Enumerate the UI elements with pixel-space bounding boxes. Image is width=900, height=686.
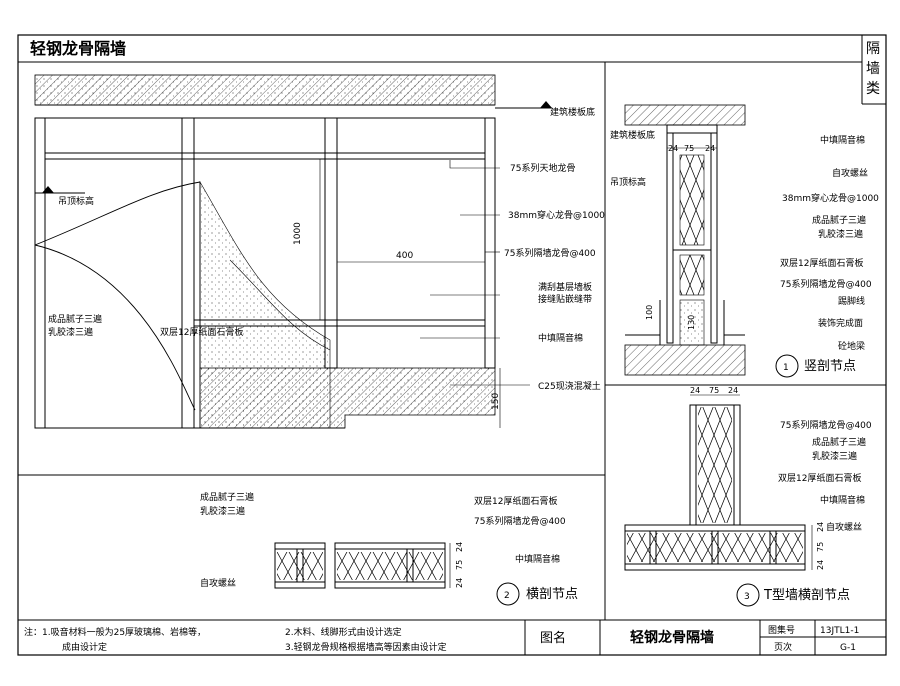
vnode-dim-w2: 75 (684, 144, 694, 153)
tnode-caption: T型墙横剖节点 (763, 588, 850, 603)
hnode-dim-b: 75 (455, 560, 464, 570)
sheet-title: 轻钢龙骨隔墙 (30, 39, 126, 58)
node-number-circle-icon (496, 582, 520, 606)
vnode-label-beam: 砼地梁 (838, 340, 865, 352)
tnode-label-insulation: 中填隔音棉 (820, 494, 865, 506)
tnode-label-screw: 自攻螺丝 (826, 521, 862, 533)
vnode-label-stud: 75系列隔墙龙骨@400 (780, 278, 872, 290)
hnode-label-insulation: 中填隔音棉 (515, 553, 560, 565)
label-putty: 成品腻子三遍 (48, 313, 102, 325)
vnode-label-ceiling-elev: 吊顶标高 (610, 176, 646, 188)
vnode-label-putty: 成品腻子三遍 (812, 214, 866, 226)
drawing-no-label: 图集号 (768, 624, 795, 636)
hnode-dim-c: 24 (455, 578, 464, 588)
tnode-dim-b: 75 (709, 386, 719, 395)
vnode-label-insulation: 中填隔音棉 (820, 134, 865, 146)
main-wall-section (34, 74, 552, 429)
vnode-number: 1 (783, 363, 789, 373)
label-joint-1: 满刮基层墙板 (538, 281, 592, 293)
vnode-caption: 竖剖节点 (804, 359, 856, 374)
label-stud: 75系列隔墙龙骨@400 (504, 247, 596, 259)
hnode-label-screw: 自攻螺丝 (200, 577, 236, 589)
tnode-dim-a: 24 (690, 386, 700, 395)
drawing-name-label: 图名 (540, 630, 566, 646)
hnode-label-latex: 乳胶漆三遍 (200, 505, 245, 517)
note-3: 3.轻钢龙骨规格根据墙高等因素由设计定 (285, 641, 447, 653)
tnode-dim-side-c: 24 (816, 560, 825, 570)
vnode-label-latex: 乳胶漆三遍 (818, 228, 863, 240)
vnode-dim-h1: 100 (645, 305, 654, 320)
vnode-dim-w1: 24 (668, 144, 678, 153)
note-2: 2.木料、线脚形式由设计选定 (285, 626, 402, 638)
note-1: 注：1.吸音材料一般为25厚玻璃棉、岩棉等， (24, 626, 206, 638)
hnode-label-board: 双层12厚纸面石膏板 (474, 495, 557, 507)
side-tab-3: 类 (866, 81, 880, 97)
vnode-label-board: 双层12厚纸面石膏板 (780, 257, 863, 269)
tnode-dim-side-b: 75 (816, 542, 825, 552)
hnode-label-putty: 成品腻子三遍 (200, 491, 254, 503)
node-number-circle-icon (736, 583, 760, 607)
elevation-marker-icon (540, 101, 552, 108)
horizontal-node-detail (274, 542, 520, 606)
vnode-dim-h2: 130 (687, 315, 696, 330)
hnode-dim-a: 24 (455, 542, 464, 552)
vertical-node-detail (624, 104, 799, 378)
label-board: 双层12厚纸面石膏板 (160, 326, 243, 338)
tnode-dim-c: 24 (728, 386, 738, 395)
vnode-label-finish: 装饰完成面 (818, 317, 863, 329)
vnode-label-screw: 自攻螺丝 (832, 167, 868, 179)
page-label: 页次 (774, 641, 792, 653)
title-block (18, 619, 886, 655)
label-latex: 乳胶漆三遍 (48, 326, 93, 338)
tnode-label-latex: 乳胶漆三遍 (812, 450, 857, 462)
dim-spacing-horizontal: 400 (396, 251, 413, 261)
drawing-name: 轻钢龙骨隔墙 (630, 629, 714, 646)
tnode-number: 3 (744, 592, 750, 602)
note-1-cont: 成由设计定 (62, 641, 107, 653)
side-tab-2: 墙 (866, 61, 880, 77)
node-number-circle-icon (775, 354, 799, 378)
hnode-label-stud: 75系列隔墙龙骨@400 (474, 515, 566, 527)
vnode-dim-w3: 24 (705, 144, 715, 153)
label-channel: 38mm穿心龙骨@1000 (508, 209, 605, 221)
dim-base: 150 (491, 393, 501, 410)
t-wall-node-detail (624, 394, 813, 607)
tnode-label-stud: 75系列隔墙龙骨@400 (780, 419, 872, 431)
vnode-label-floor-slab: 建筑楼板底 (610, 129, 655, 141)
side-tab-1: 隔 (866, 41, 880, 57)
label-insulation: 中填隔音棉 (538, 332, 583, 344)
page-number: G-1 (840, 643, 856, 653)
label-floor-slab: 建筑楼板底 (550, 106, 595, 118)
label-concrete: C25现浇混凝土 (538, 380, 601, 392)
dim-spacing-vertical: 1000 (293, 222, 303, 245)
hnode-caption: 横剖节点 (526, 587, 578, 602)
hnode-number: 2 (504, 591, 510, 601)
elevation-marker-icon (42, 186, 54, 193)
vnode-label-channel: 38mm穿心龙骨@1000 (782, 192, 879, 204)
tnode-dim-side-a: 24 (816, 522, 825, 532)
tnode-label-putty: 成品腻子三遍 (812, 436, 866, 448)
label-joint-2: 接缝贴嵌缝带 (538, 293, 592, 305)
tnode-label-board: 双层12厚纸面石膏板 (778, 472, 861, 484)
sheet-border (17, 34, 887, 656)
vnode-label-skirting: 踢脚线 (838, 295, 865, 307)
label-ceiling-elevation: 吊顶标高 (58, 195, 94, 207)
label-runner: 75系列天地龙骨 (510, 162, 575, 174)
drawing-no: 13JTL1-1 (820, 626, 859, 636)
